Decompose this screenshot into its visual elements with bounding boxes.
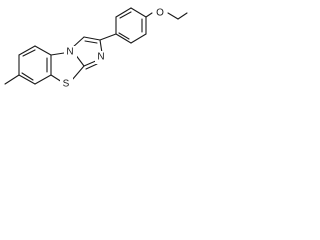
- phenyl-bond-3: [115, 33, 132, 44]
- benzo-bond-3: [18, 74, 36, 85]
- atom-label-n-bridgehead: N: [66, 47, 73, 58]
- bond-phenyl-imidazole: [99, 33, 117, 41]
- bond-ethyl-terminal: [177, 12, 188, 20]
- ethoxy-group: [145, 12, 188, 20]
- benzo-ring: [18, 45, 52, 85]
- atom-label-s: S: [63, 79, 70, 90]
- imidazole-bond-c2-c3: [83, 36, 101, 41]
- atom-label-n-imidazole: N: [97, 52, 104, 63]
- phenyl-ring: [115, 7, 147, 44]
- benzo-double-2: [21, 72, 34, 81]
- chemical-structure: O N N S: [4, 7, 188, 90]
- atom-n-bridgehead: N: [64, 46, 77, 59]
- phenyl-bond-5: [115, 7, 132, 18]
- phenyl-double-3: [119, 11, 132, 19]
- imidazole-double-c2-c3: [84, 40, 98, 44]
- thiazole-bond-c9a-s: [71, 65, 85, 81]
- bond-ethyl-o: [167, 12, 179, 20]
- thiazole-bond-c3a-n: [50, 52, 65, 56]
- atom-n-imidazole: N: [95, 51, 108, 64]
- imidazole-double-n-c9a: [85, 63, 98, 70]
- bond-methyl: [4, 74, 20, 85]
- imidazole-bond-c2-n: [99, 39, 103, 54]
- bond-o-phenyl: [145, 12, 153, 18]
- benzo-double-3: [22, 49, 36, 57]
- benzo-bond-6: [34, 45, 52, 56]
- phenyl-double-2: [118, 32, 130, 40]
- atom-s: S: [60, 77, 73, 90]
- atom-label-o: O: [156, 8, 164, 19]
- benzo-bond-5: [18, 45, 36, 56]
- benzo-bond-2: [34, 74, 52, 85]
- phenyl-bond-6: [130, 7, 147, 18]
- phenyl-bond-2: [130, 33, 147, 44]
- atom-o: O: [154, 7, 167, 20]
